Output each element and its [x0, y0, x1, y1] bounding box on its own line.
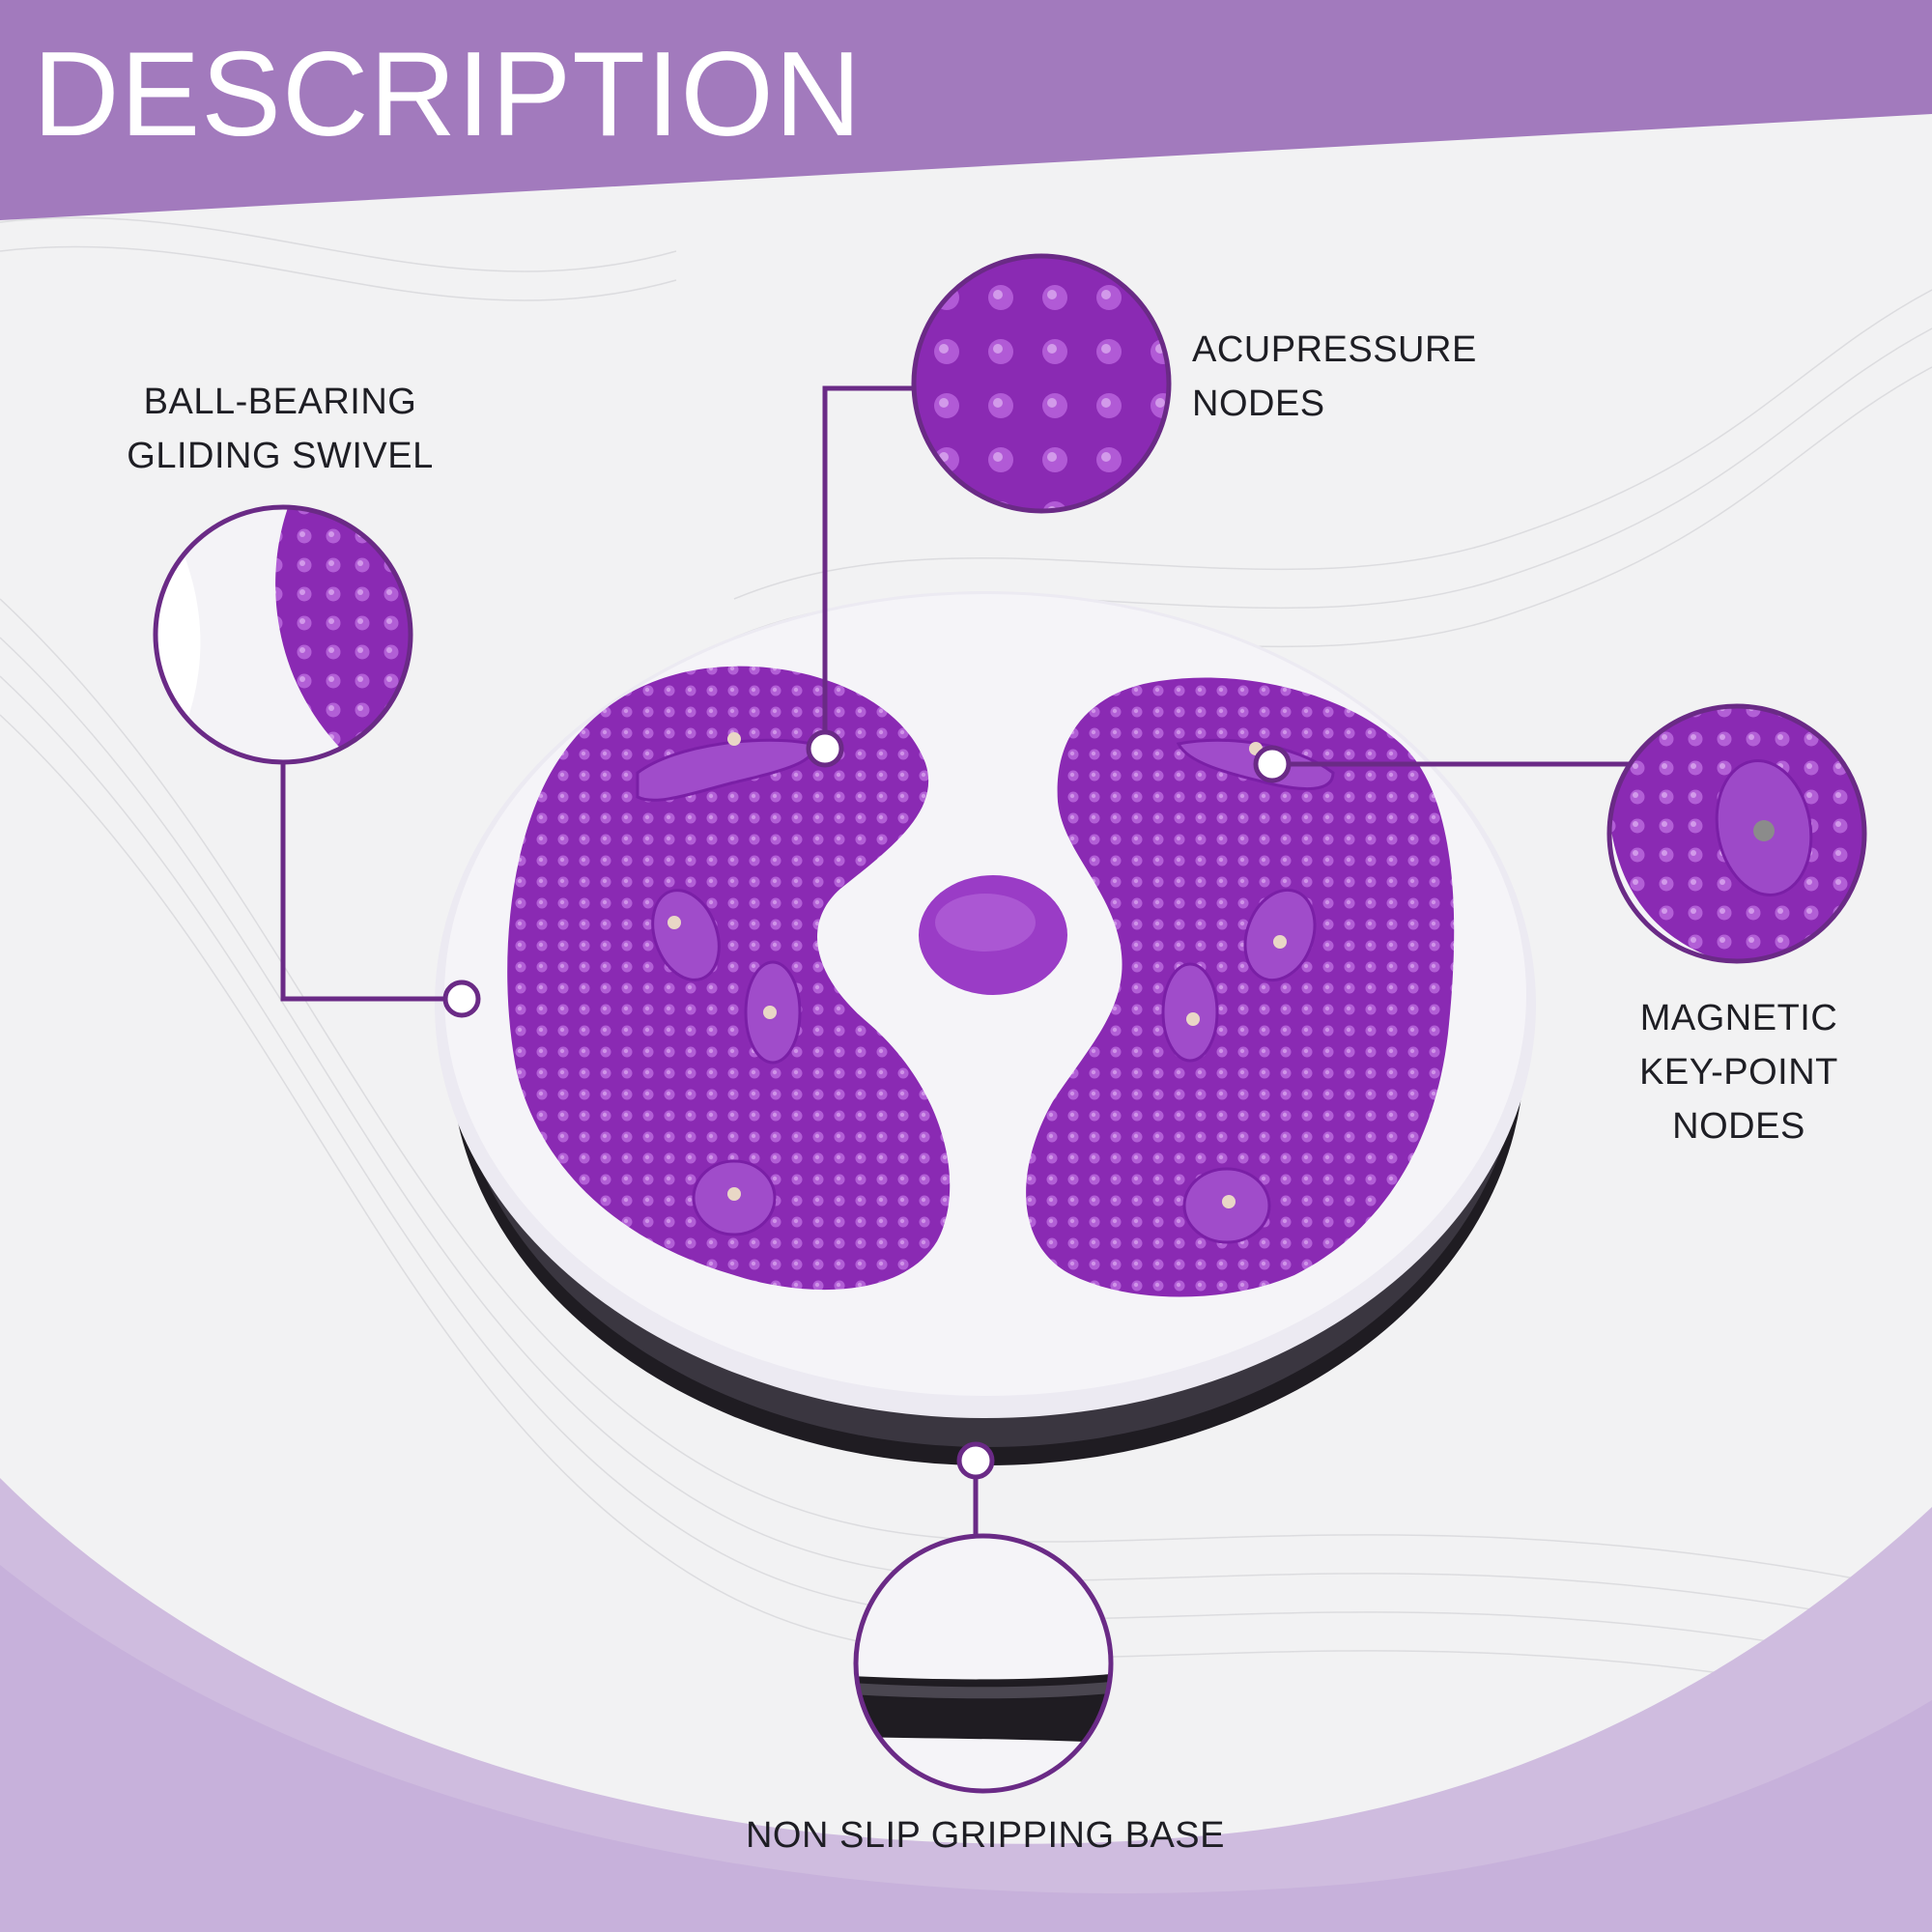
zoom-circle-swivel: [153, 504, 413, 765]
right-footpad: [1026, 677, 1455, 1297]
twister-disc: [435, 591, 1536, 1465]
zoom-circle-acupressure: [911, 253, 1172, 514]
zoom-circle-base: [853, 1533, 1114, 1794]
header-band: [0, 0, 1932, 220]
label-magnetic: MAGNETIC KEY-POINT NODES: [1604, 991, 1874, 1153]
label-acupressure: ACUPRESSURE NODES: [1192, 323, 1477, 431]
page-title: DESCRIPTION: [33, 28, 863, 161]
background-waves: [0, 216, 1932, 1711]
label-magnetic-line-3: NODES: [1672, 1106, 1805, 1147]
label-magnetic-line-2: KEY-POINT: [1639, 1052, 1838, 1093]
label-base-line-1: NON SLIP GRIPPING BASE: [745, 1815, 1225, 1856]
left-footpad: [507, 666, 951, 1291]
callout-lines: [280, 385, 1631, 1536]
label-swivel-line-2: GLIDING SWIVEL: [127, 436, 434, 476]
label-acupressure-line-1: ACUPRESSURE: [1192, 329, 1477, 370]
label-magnetic-line-1: MAGNETIC: [1639, 998, 1838, 1038]
label-acupressure-line-2: NODES: [1192, 384, 1325, 424]
callout-anchor-dots: [442, 729, 1292, 1480]
label-swivel: BALL-BEARING GLIDING SWIVEL: [87, 375, 473, 483]
label-swivel-line-1: BALL-BEARING: [143, 382, 417, 422]
label-base: NON SLIP GRIPPING BASE: [676, 1808, 1294, 1862]
